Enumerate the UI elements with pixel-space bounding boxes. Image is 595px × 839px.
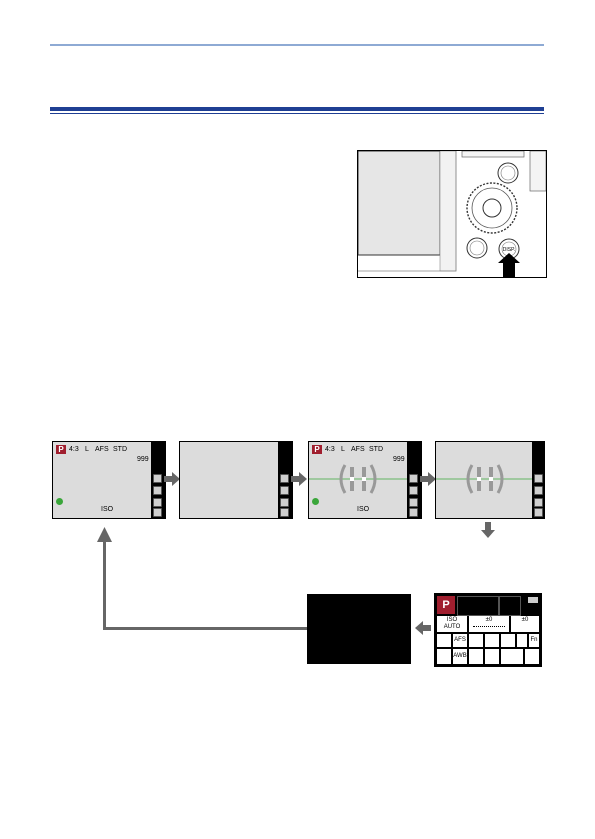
iso-label: ISO	[101, 506, 113, 514]
touch-icon-3	[409, 498, 418, 507]
monitor-off-screen	[307, 594, 411, 664]
touch-icon-3	[280, 498, 289, 507]
focus-icon: AFS	[95, 446, 109, 454]
ctrl-cell-r2-5	[501, 649, 523, 664]
focus-icon: AFS	[351, 446, 365, 454]
touch-icon-4	[409, 508, 418, 517]
return-line-horizontal	[103, 627, 307, 630]
monitor-screen-2	[179, 441, 293, 519]
flash-value: ±0	[511, 617, 539, 624]
touch-icon-1	[153, 474, 162, 483]
aspect-icon: 4:3	[325, 446, 335, 454]
monitor-screen-4	[435, 441, 545, 519]
touch-icon-1	[409, 474, 418, 483]
flower-icon	[312, 498, 319, 505]
section-rule	[50, 107, 544, 111]
monitor-screen-1: P 4:3 L AFS STD 999 ISO	[52, 441, 166, 519]
touch-icon-2	[280, 486, 289, 495]
aspect-icon: 4:3	[69, 446, 79, 454]
arrow-right-icon	[420, 472, 436, 486]
touch-icon-2	[534, 486, 543, 495]
touch-icon-3	[153, 498, 162, 507]
touch-icon-1	[280, 474, 289, 483]
iso-label: ISO	[437, 617, 467, 624]
ctrl-cell-r1-1	[437, 634, 451, 647]
size-icon: L	[85, 446, 89, 454]
touch-icon-3	[534, 498, 543, 507]
mode-badge: P	[56, 445, 66, 454]
ctrl-cell-r2-6	[525, 649, 539, 664]
exposure-scale	[473, 626, 505, 629]
shots-remaining: 999	[137, 456, 149, 464]
iso-value: AUTO	[437, 624, 467, 631]
arrow-right-icon	[164, 472, 180, 486]
awb-label: AWB	[453, 653, 467, 660]
touch-icon-4	[534, 508, 543, 517]
arrow-down-icon	[481, 522, 495, 538]
touch-icon-4	[280, 508, 289, 517]
touch-icon-4	[153, 508, 162, 517]
camera-illustration: DISP.	[357, 150, 547, 278]
touch-icon-1	[534, 474, 543, 483]
touch-icon-2	[409, 486, 418, 495]
style-icon: STD	[369, 446, 383, 454]
style-icon: STD	[113, 446, 127, 454]
afs-label: AFS	[453, 637, 467, 644]
arrow-up-icon	[97, 527, 112, 542]
aperture-cell	[499, 596, 521, 616]
svg-text:DISP.: DISP.	[503, 247, 515, 253]
monitor-screen-3: P 4:3 L AFS STD 999 ISO	[308, 441, 422, 519]
ctrl-cell-r1-4	[485, 634, 499, 647]
ctrl-cell-r1-3	[469, 634, 483, 647]
battery-icon	[528, 597, 538, 603]
size-icon: L	[341, 446, 345, 454]
exposure-value: ±0	[469, 617, 509, 624]
return-line-vertical	[103, 540, 106, 630]
section-rule-thin	[50, 113, 544, 114]
control-panel-screen: P ISO AUTO ±0 ±0 AFS Fn AWB	[434, 593, 542, 667]
header-rule	[50, 44, 544, 46]
shutter-cell	[457, 596, 499, 616]
mode-badge: P	[312, 445, 322, 454]
camera-back-drawing: DISP.	[358, 151, 546, 277]
ctrl-cell-r1-5	[501, 634, 515, 647]
level-gauge	[436, 462, 532, 498]
fn-label: Fn	[529, 637, 539, 644]
arrow-right-icon	[291, 472, 307, 486]
ctrl-cell-r2-3	[469, 649, 483, 664]
touch-icon-2	[153, 486, 162, 495]
iso-label: ISO	[357, 506, 369, 514]
mode-badge: P	[437, 596, 455, 614]
flower-icon	[56, 498, 63, 505]
arrow-left-icon	[415, 621, 431, 635]
ctrl-cell-r2-4	[485, 649, 499, 664]
ctrl-cell-r2-1	[437, 649, 451, 664]
ctrl-cell-r1-6	[517, 634, 527, 647]
level-gauge	[309, 462, 407, 498]
